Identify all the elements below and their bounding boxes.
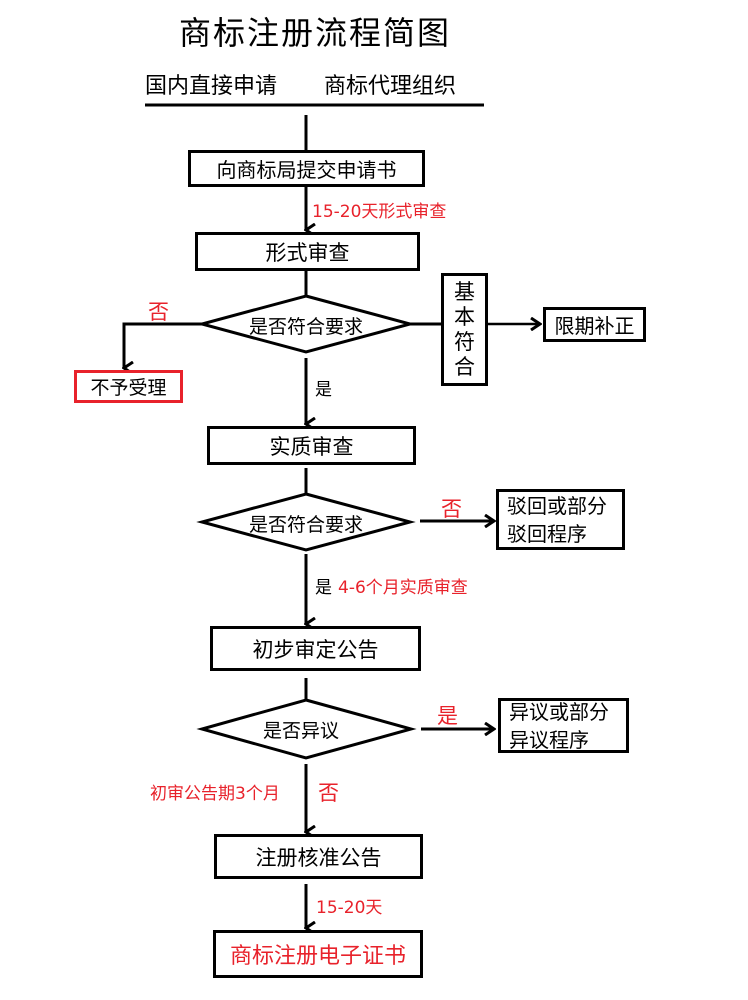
arrow-no-rejected xyxy=(124,322,202,368)
decision-diamond-2 xyxy=(196,492,416,552)
outcome-rejected: 不予受理 xyxy=(74,370,183,403)
line: 驳回或部分 xyxy=(507,493,607,518)
label-yes-1: 是 xyxy=(315,380,332,400)
label-yes-2: 是 xyxy=(315,578,332,598)
step-substantive-review: 实质审查 xyxy=(207,426,416,465)
label-no-1: 否 xyxy=(148,300,169,324)
label-formal-duration: 15-20天形式审查 xyxy=(312,202,447,222)
label-no-3: 否 xyxy=(318,781,339,805)
line: 异议或部分 xyxy=(509,699,609,724)
outcome-basically-compliant: 基 本 符 合 xyxy=(441,273,488,386)
label-announce-period: 初审公告期3个月 xyxy=(150,784,280,804)
vchar: 本 xyxy=(454,304,475,329)
channel-domestic: 国内直接申请 xyxy=(145,74,278,99)
step-formal-review: 形式审查 xyxy=(195,232,420,271)
decision-formal-text: 是否符合要求 xyxy=(248,316,363,338)
outcome-reject-procedure: 驳回或部分 驳回程序 xyxy=(496,489,625,550)
step-certificate: 商标注册电子证书 xyxy=(213,930,423,978)
outcome-objection-procedure: 异议或部分 异议程序 xyxy=(498,698,629,753)
page-title: 商标注册流程简图 xyxy=(178,14,451,52)
label-substantive-duration: 4-6个月实质审查 xyxy=(338,578,468,598)
decision-diamond-3 xyxy=(196,698,417,760)
step-preliminary-announcement: 初步审定公告 xyxy=(210,626,421,671)
vchar: 符 xyxy=(454,329,475,354)
label-yes-3: 是 xyxy=(437,704,458,728)
line: 驳回程序 xyxy=(507,521,587,546)
vchar: 合 xyxy=(454,354,475,379)
outcome-correction: 限期补正 xyxy=(543,307,646,342)
step-submit: 向商标局提交申请书 xyxy=(188,150,425,187)
label-no-2: 否 xyxy=(441,497,462,521)
line: 异议程序 xyxy=(509,727,589,752)
label-cert-duration: 15-20天 xyxy=(316,898,383,918)
decision-objection-text: 是否异议 xyxy=(262,720,339,742)
decision-substantive-text: 是否符合要求 xyxy=(248,514,363,536)
vchar: 基 xyxy=(454,279,475,304)
step-registration-announcement: 注册核准公告 xyxy=(214,834,423,879)
channel-agency: 商标代理组织 xyxy=(324,74,457,99)
decision-diamond-1 xyxy=(196,294,416,354)
